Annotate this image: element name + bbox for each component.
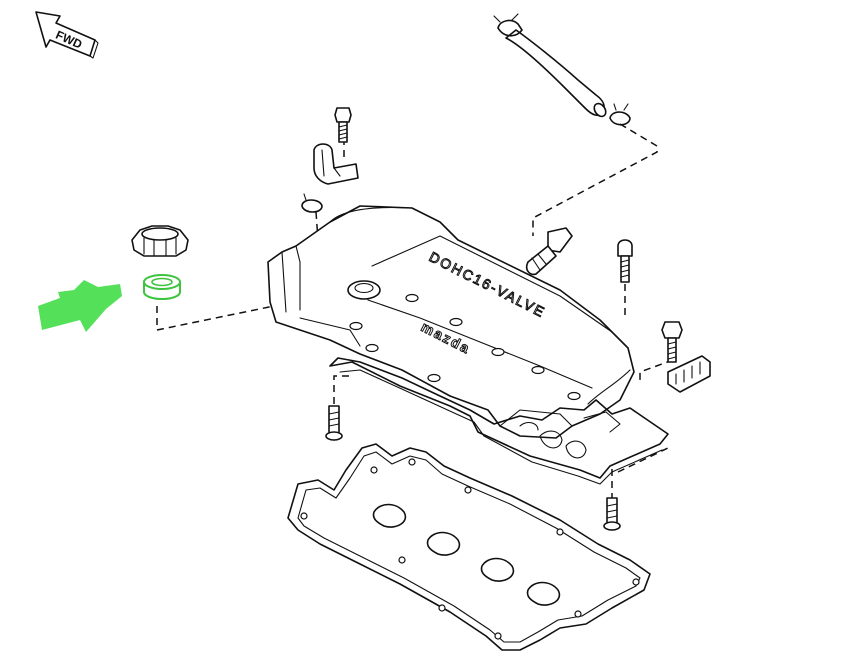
pcv-valve-elbow bbox=[525, 227, 573, 276]
bolt-right-lower bbox=[603, 497, 621, 531]
fwd-direction-arrow: FWD bbox=[35, 11, 99, 59]
oil-filler-cap bbox=[131, 225, 189, 257]
small-clamp-left bbox=[301, 193, 323, 213]
green-pointer-arrow bbox=[38, 280, 122, 332]
spark-plug-well-gasket bbox=[329, 357, 669, 485]
bolt-top-clip bbox=[334, 107, 352, 143]
hose-clamp-lower bbox=[609, 103, 631, 126]
harness-clip-top bbox=[313, 143, 359, 185]
cylinder-head-cover: DOHC 16-VALVE mazda bbox=[267, 205, 635, 439]
bolt-left-lower bbox=[325, 405, 343, 441]
harness-clip-right bbox=[667, 355, 711, 393]
filler-cap-seal-highlighted bbox=[143, 274, 181, 300]
cap-nut-right bbox=[617, 239, 633, 283]
head-cover-gasket bbox=[287, 443, 651, 651]
breather-hose bbox=[493, 13, 607, 118]
bolt-right-clip bbox=[661, 321, 683, 363]
cover-bolt-holes bbox=[349, 293, 581, 401]
